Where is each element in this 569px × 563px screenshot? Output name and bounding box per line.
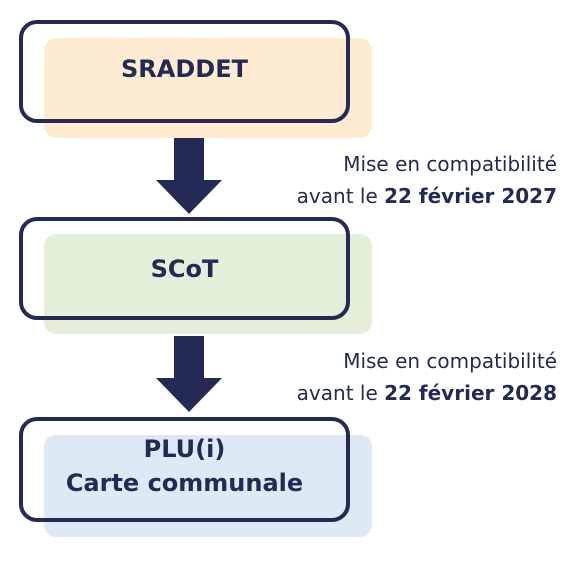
note-date: 22 février 2028 bbox=[384, 381, 557, 405]
sraddet-box bbox=[19, 20, 350, 123]
compatibility-note-2028: Mise en compatibilité avant le 22 févrie… bbox=[297, 345, 557, 409]
plu-label-line-1: PLU(i) bbox=[143, 435, 226, 463]
plu-box bbox=[19, 417, 350, 522]
note-line-1: Mise en compatibilité bbox=[343, 349, 557, 373]
plu-label: PLU(i) Carte communale bbox=[19, 432, 350, 500]
arrow-down-icon bbox=[156, 138, 222, 214]
note-line-2: avant le 22 février 2027 bbox=[297, 180, 557, 212]
arrow-down-icon bbox=[156, 336, 222, 412]
note-line-2: avant le 22 février 2028 bbox=[297, 377, 557, 409]
plu-label-line-2: Carte communale bbox=[65, 469, 304, 497]
scot-label: SCoT bbox=[150, 255, 219, 283]
note-prefix: avant le bbox=[296, 184, 385, 208]
note-line-1: Mise en compatibilité bbox=[343, 152, 557, 176]
note-prefix: avant le bbox=[296, 381, 385, 405]
scot-box bbox=[19, 217, 350, 320]
note-date: 22 février 2027 bbox=[384, 184, 557, 208]
compatibility-note-2027: Mise en compatibilité avant le 22 févrie… bbox=[297, 148, 557, 212]
sraddet-label: SRADDET bbox=[121, 55, 248, 83]
